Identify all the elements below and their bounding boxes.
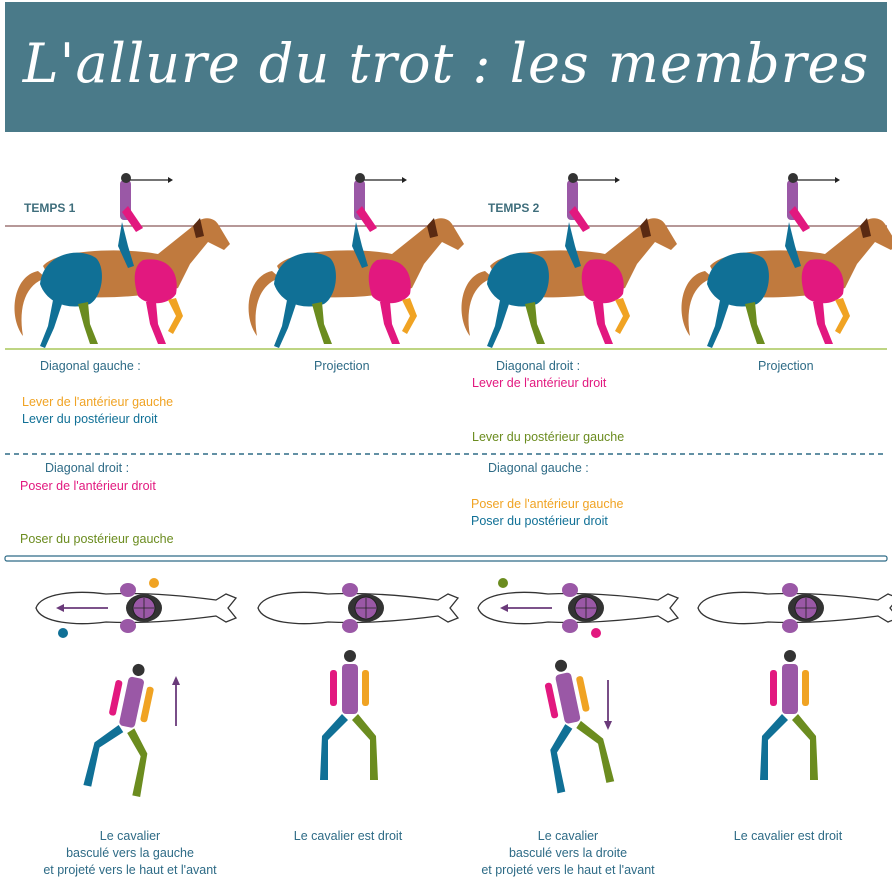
phase-1-line-2: Lever du postérieur droit xyxy=(22,412,158,426)
horse-phase-2 xyxy=(247,172,465,349)
phase-3-heading: Diagonal droit : xyxy=(496,359,581,373)
down-arrowhead-icon xyxy=(604,721,612,730)
caption-1: Le cavalier basculé vers la gauche et pr… xyxy=(30,828,230,879)
phase-2-heading: Projection xyxy=(314,359,370,373)
horse-phase-3 xyxy=(460,172,678,349)
landing-right-heading: Diagonal gauche : xyxy=(488,461,589,475)
left-arrowhead-icon-2 xyxy=(500,604,508,612)
horse-phase-1 xyxy=(13,172,231,349)
dot-posterieur-gauche xyxy=(498,578,508,588)
title-banner: L'allure du trot : les membres xyxy=(5,2,887,132)
rider-front-2 xyxy=(320,650,378,780)
landing-left-heading: Diagonal droit : xyxy=(45,461,130,475)
left-arrowhead-icon xyxy=(56,604,64,612)
phase-3-line-2: Lever du postérieur gauche xyxy=(472,430,625,444)
temps-1-label: TEMPS 1 xyxy=(24,201,76,215)
section-separator xyxy=(4,555,888,562)
rider-front-3 xyxy=(530,654,615,794)
caption-1-line-2: basculé vers la gauche xyxy=(66,846,194,860)
landing-left-line-1: Poser de l'antérieur droit xyxy=(20,479,156,493)
phase-3-line-1: Lever de l'antérieur droit xyxy=(472,376,607,390)
landing-right-line-2: Poser du postérieur droit xyxy=(471,514,608,528)
dot-anterieur-gauche xyxy=(149,578,159,588)
phase-1-line-1: Lever de l'antérieur gauche xyxy=(22,395,174,409)
landing-right-line-1: Poser de l'antérieur gauche xyxy=(471,497,624,511)
caption-2-line-1: Le cavalier est droit xyxy=(293,829,403,843)
top-view-4 xyxy=(697,582,892,634)
up-arrowhead-icon xyxy=(172,676,180,685)
horse-phase-4 xyxy=(680,172,892,349)
rider-front-4 xyxy=(760,650,818,780)
top-view-2 xyxy=(257,582,459,634)
phase-1-heading: Diagonal gauche : xyxy=(40,359,141,373)
dot-anterieur-droit xyxy=(591,628,601,638)
caption-3: Le cavalier basculé vers la droite et pr… xyxy=(468,828,668,879)
temps-2-label: TEMPS 2 xyxy=(488,201,540,215)
caption-4-line-1: Le cavalier est droit xyxy=(733,829,843,843)
landing-left-line-2: Poser du postérieur gauche xyxy=(20,532,174,546)
page-title: L'allure du trot : les membres xyxy=(22,32,870,95)
caption-1-line-3: et projeté vers le haut et l'avant xyxy=(43,863,217,877)
caption-2: Le cavalier est droit xyxy=(268,828,428,845)
caption-4: Le cavalier est droit xyxy=(708,828,868,845)
caption-1-line-1: Le cavalier xyxy=(99,829,161,843)
caption-3-line-3: et projeté vers le haut et l'avant xyxy=(481,863,655,877)
caption-3-line-2: basculé vers la droite xyxy=(508,846,628,860)
dot-posterieur-droit xyxy=(58,628,68,638)
phase-4-heading: Projection xyxy=(758,359,814,373)
rider-front-1 xyxy=(83,657,168,798)
caption-3-line-1: Le cavalier xyxy=(537,829,599,843)
